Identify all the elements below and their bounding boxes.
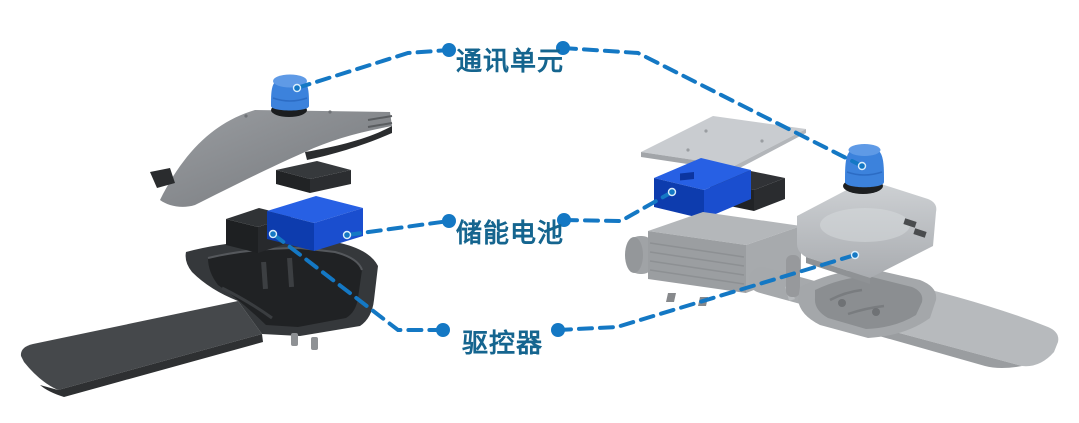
label-dot (551, 323, 565, 337)
attach-dot (342, 230, 352, 240)
left-assembly (20, 74, 393, 397)
label-dot (442, 214, 456, 228)
right-assembly (625, 116, 1059, 368)
attach-dot (292, 83, 302, 93)
connector-comm-right (561, 46, 864, 168)
left-flat-box (276, 161, 351, 193)
left-cavity-rib (287, 257, 295, 288)
attach-dot (857, 161, 867, 171)
left-curved-cover (150, 110, 393, 207)
left-screw-foot (311, 337, 318, 350)
right-arm-edge (858, 323, 1022, 368)
attach-dot (850, 250, 860, 260)
left-screw-foot (291, 333, 298, 346)
label-dot (556, 41, 570, 55)
connector-comm-left (295, 48, 451, 90)
left-arm-blade (20, 301, 262, 390)
label-communication-unit: 通讯单元 (456, 47, 565, 77)
connector-driver-right (556, 253, 857, 332)
right-dome-cover (797, 181, 937, 284)
connector-driver-left (271, 232, 445, 332)
right-battery-box (654, 158, 751, 219)
left-cover-clip (150, 168, 175, 188)
heatsink-ribs (649, 242, 745, 285)
left-cavity-rib (261, 261, 268, 290)
right-base-cavity (814, 276, 923, 329)
label-dot (442, 43, 456, 57)
left-communication-dome (271, 74, 309, 117)
connector-battery-left (345, 219, 451, 237)
right-base (786, 255, 1059, 368)
label-dot (436, 323, 450, 337)
attach-dot (667, 187, 677, 197)
label-energy-storage-battery: 储能电池 (456, 219, 565, 249)
attach-dot (268, 229, 278, 239)
left-cavity-channel (221, 286, 273, 320)
left-housing-cavity (208, 248, 362, 327)
label-dot (557, 213, 571, 227)
left-arm-edge (40, 334, 263, 397)
callout-connectors (268, 41, 867, 337)
label-drive-controller: 驱控器 (462, 329, 544, 359)
connector-battery-right (562, 190, 674, 224)
left-cavity-rim-highlight (207, 246, 363, 271)
